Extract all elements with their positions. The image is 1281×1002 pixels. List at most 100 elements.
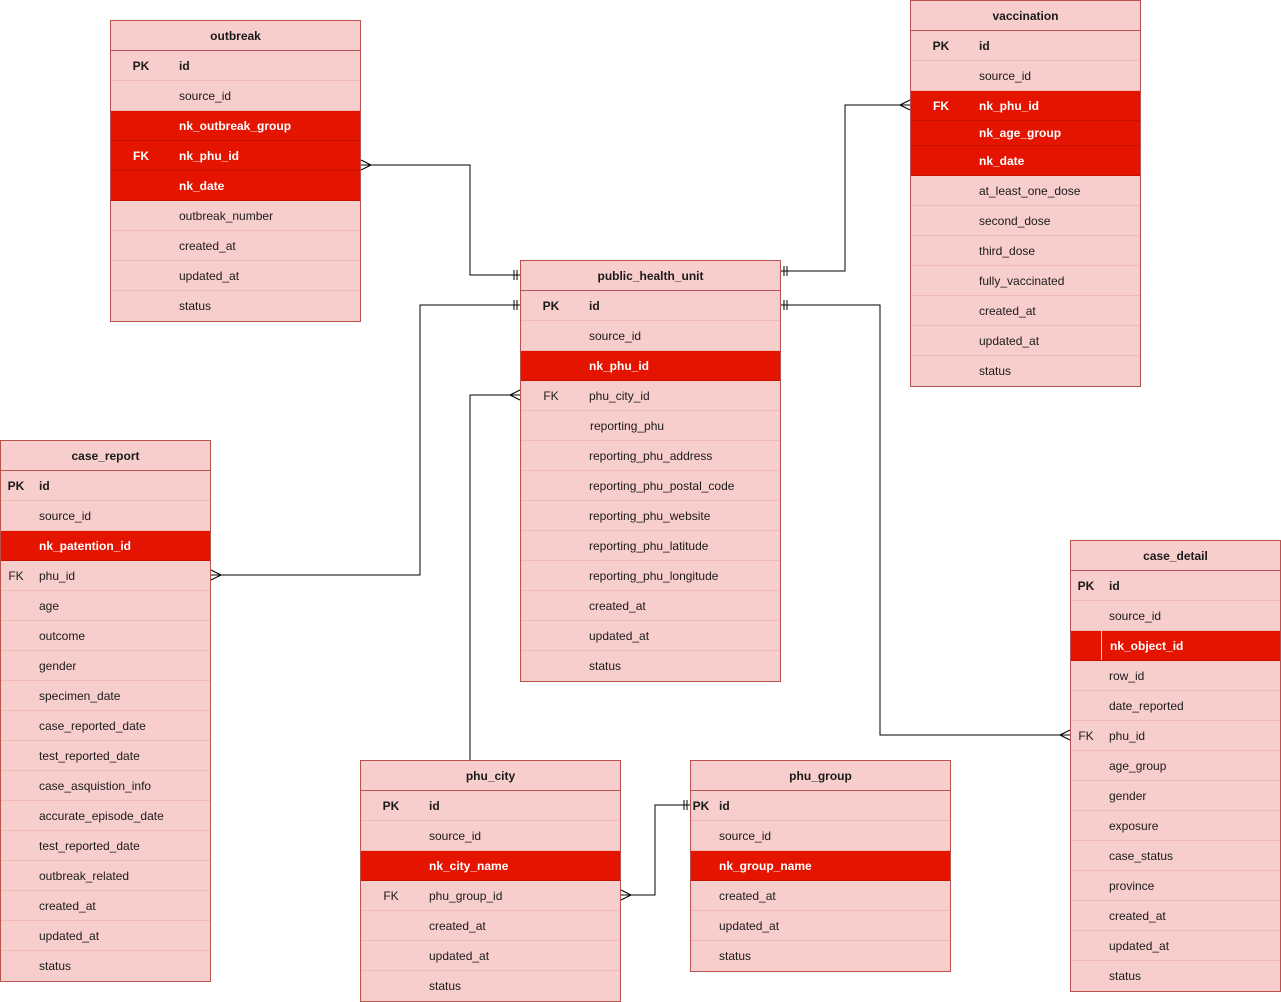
entity-row[interactable]: specimen_date (1, 681, 210, 711)
entity-row[interactable]: status (1071, 961, 1280, 991)
entity-row[interactable]: gender (1071, 781, 1280, 811)
entity-row[interactable]: updated_at (111, 261, 360, 291)
relationship-vaccination-to-public-health-unit[interactable] (781, 99, 911, 276)
field-name: created_at (589, 599, 646, 613)
entity-row[interactable]: updated_at (911, 326, 1140, 356)
entity-row[interactable]: province (1071, 871, 1280, 901)
entity-row[interactable]: outbreak_number (111, 201, 360, 231)
key-badge (521, 411, 581, 440)
entity-row[interactable]: source_id (911, 61, 1140, 91)
entity-row[interactable]: source_id (691, 821, 950, 851)
relationship-outbreak-to-public-health-unit[interactable] (360, 159, 520, 280)
key-badge (361, 911, 421, 940)
entity-row[interactable]: source_id (1, 501, 210, 531)
entity-row[interactable]: updated_at (691, 911, 950, 941)
entity-row[interactable]: second_dose (911, 206, 1140, 236)
entity-row[interactable]: case_status (1071, 841, 1280, 871)
entity-row[interactable]: nk_date (111, 171, 360, 201)
entity-row[interactable]: status (521, 651, 780, 681)
entity-row[interactable]: exposure (1071, 811, 1280, 841)
entity-row[interactable]: test_reported_date (1, 741, 210, 771)
relationship-case-detail-to-public-health-unit[interactable] (781, 300, 1071, 741)
entity-row[interactable]: status (691, 941, 950, 971)
entity-row[interactable]: reporting_phu_latitude (521, 531, 780, 561)
entity-row[interactable]: nk_patention_id (1, 531, 210, 561)
entity-row[interactable]: status (911, 356, 1140, 386)
entity-row[interactable]: created_at (911, 296, 1140, 326)
entity-row[interactable]: created_at (361, 911, 620, 941)
entity-row[interactable]: updated_at (1071, 931, 1280, 961)
entity-row[interactable]: nk_city_name (361, 851, 620, 881)
entity-row[interactable]: nk_object_id (1071, 631, 1280, 661)
entity-row[interactable]: age_group (1071, 751, 1280, 781)
entity-row[interactable]: date_reported (1071, 691, 1280, 721)
entity-row[interactable]: nk_age_group (911, 121, 1140, 146)
entity-row[interactable]: nk_group_name (691, 851, 950, 881)
entity-row[interactable]: created_at (1, 891, 210, 921)
entity-row[interactable]: status (1, 951, 210, 981)
entity-row[interactable]: outbreak_related (1, 861, 210, 891)
entity-row[interactable]: age (1, 591, 210, 621)
entity-row[interactable]: source_id (1071, 601, 1280, 631)
entity-row[interactable]: created_at (1071, 901, 1280, 931)
entity-row[interactable]: gender (1, 651, 210, 681)
entity-row[interactable]: test_reported_date (1, 831, 210, 861)
relationship-case-report-to-public-health-unit[interactable] (210, 300, 520, 581)
relationship-public-health-unit-to-phu-city[interactable] (469, 389, 521, 760)
entity-row[interactable]: at_least_one_dose (911, 176, 1140, 206)
entity-row[interactable]: status (111, 291, 360, 321)
entity-row[interactable]: source_id (111, 81, 360, 111)
key-badge (1, 801, 31, 830)
entity-row[interactable]: reporting_phu_postal_code (521, 471, 780, 501)
entity-row[interactable]: created_at (521, 591, 780, 621)
field-name: id (719, 799, 730, 813)
field-name: nk_age_group (979, 126, 1062, 140)
entity-row[interactable]: status (361, 971, 620, 1001)
entity-row[interactable]: updated_at (521, 621, 780, 651)
entity-row[interactable]: reporting_phu_longitude (521, 561, 780, 591)
entity-row[interactable]: created_at (111, 231, 360, 261)
entity-row[interactable]: source_id (521, 321, 780, 351)
entity-row[interactable]: updated_at (1, 921, 210, 951)
entity-row[interactable]: accurate_episode_date (1, 801, 210, 831)
entity-row[interactable]: reporting_phu_website (521, 501, 780, 531)
entity-row[interactable]: row_id (1071, 661, 1280, 691)
entity-row[interactable]: case_asquistion_info (1, 771, 210, 801)
entity-row[interactable]: reporting_phu (521, 411, 780, 441)
field-name: outbreak_number (179, 209, 274, 223)
entity-row[interactable]: created_at (691, 881, 950, 911)
relationship-phu-city-to-phu-group[interactable] (620, 800, 690, 901)
entity-row[interactable]: nk_date (911, 146, 1140, 176)
entity-row[interactable]: source_id (361, 821, 620, 851)
entity-row[interactable]: third_dose (911, 236, 1140, 266)
entity-row[interactable]: outcome (1, 621, 210, 651)
entity-row[interactable]: updated_at (361, 941, 620, 971)
entity-row[interactable]: case_reported_date (1, 711, 210, 741)
entity-row[interactable]: fully_vaccinated (911, 266, 1140, 296)
entity-row[interactable]: nk_phu_id (521, 351, 780, 381)
entity-row[interactable]: reporting_phu_address (521, 441, 780, 471)
entity-row[interactable]: nk_outbreak_group (111, 111, 360, 141)
key-badge (521, 531, 581, 560)
field-name: nk_date (979, 154, 1025, 168)
